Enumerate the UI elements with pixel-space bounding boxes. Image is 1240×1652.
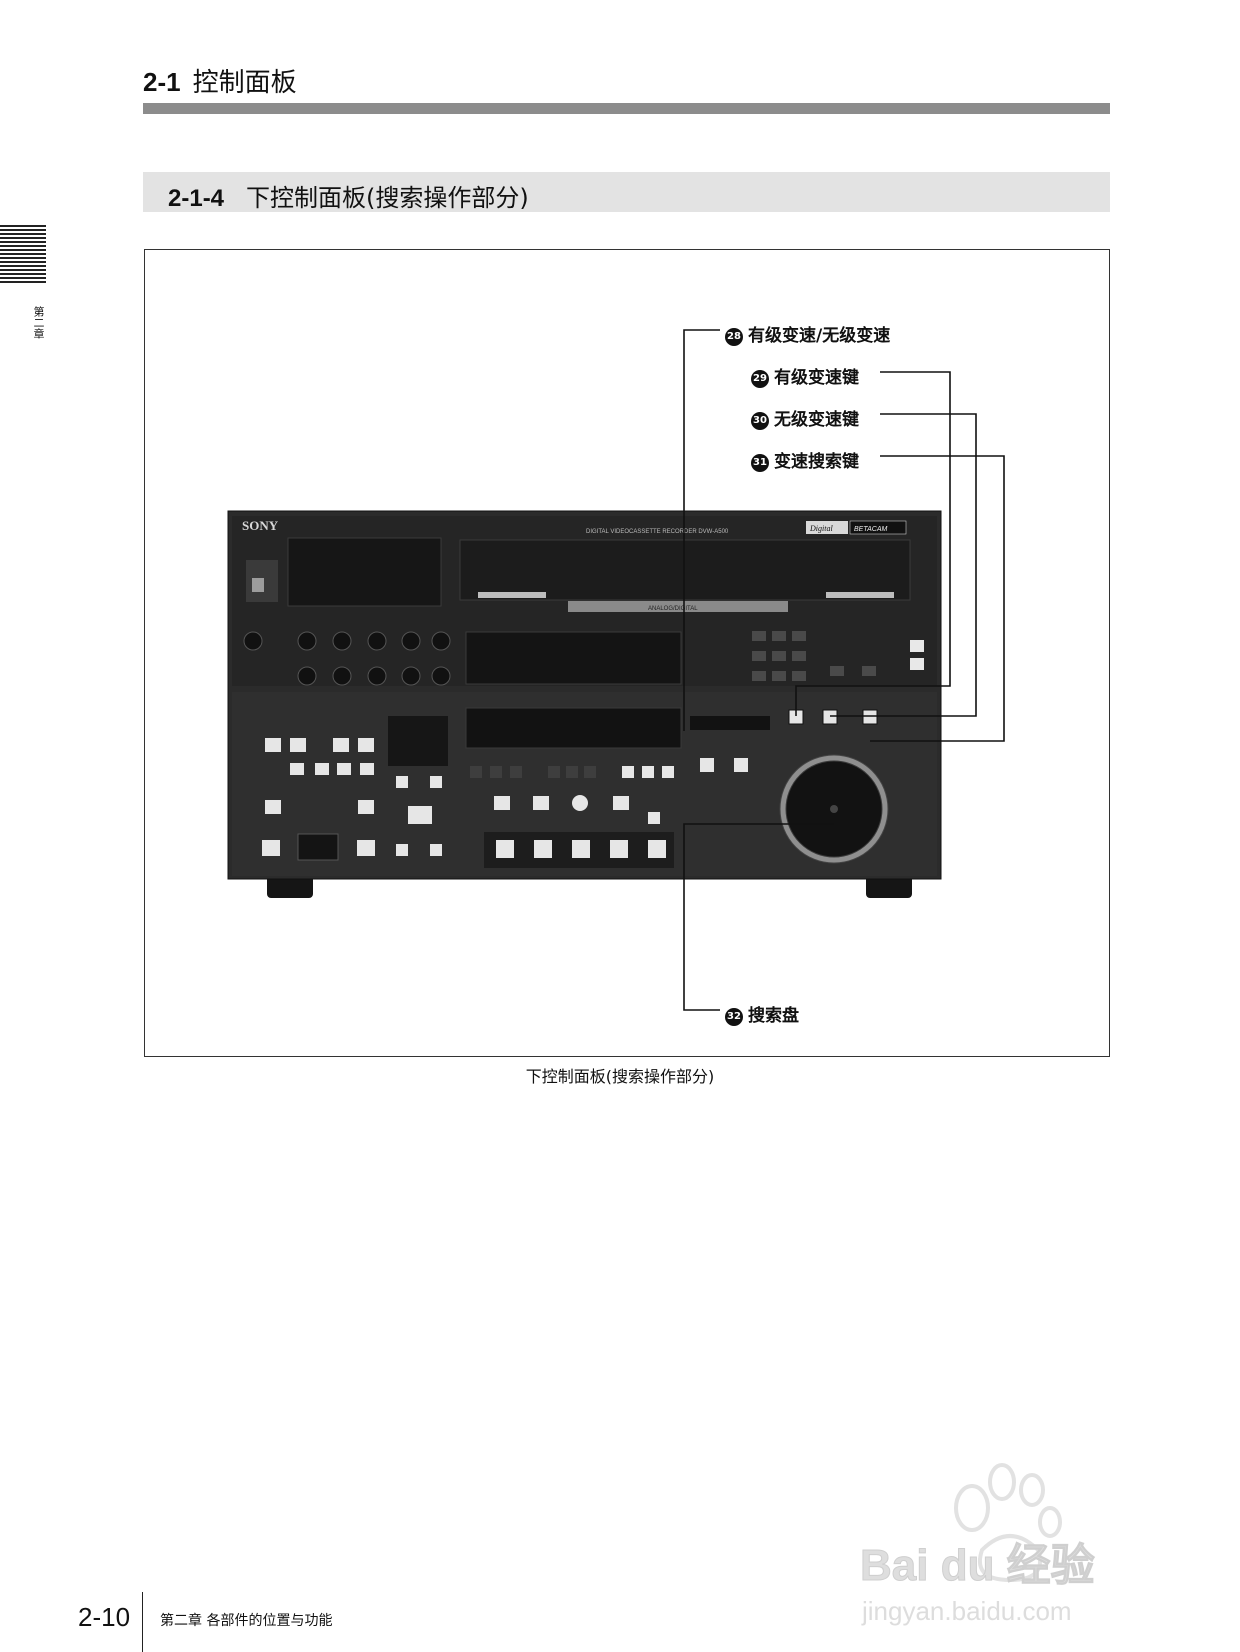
knob — [332, 631, 352, 651]
chapter-tab — [0, 225, 46, 283]
callout-label: 无级变速键 — [774, 410, 859, 430]
callout-number: 30 — [751, 412, 769, 430]
transport-top-buttons — [494, 796, 660, 824]
callout-label: 变速搜索键 — [774, 452, 859, 472]
upper-right-buttons — [752, 631, 876, 681]
callout-leader-lines — [683, 329, 1005, 1011]
callout-number: 28 — [725, 328, 743, 346]
continuous-variable-key — [822, 709, 838, 725]
knob — [367, 631, 387, 651]
callout-label: 搜索盘 — [748, 1006, 799, 1026]
cassette-slot — [459, 539, 911, 601]
white-button — [910, 640, 924, 652]
callout-number: 32 — [725, 1008, 743, 1026]
section-heading: 2-1 控制面板 — [143, 62, 297, 99]
arrow-key — [430, 844, 442, 856]
audio-knobs — [243, 631, 451, 686]
watermark-url: jingyan.baidu.com — [861, 1596, 1072, 1626]
footer-chapter-text: 第二章 各部件的位置与功能 — [160, 1613, 333, 1629]
level-meter — [465, 631, 682, 685]
baidu-watermark: Bai du 经验 jingyan.baidu.com — [860, 1463, 1095, 1626]
badge-digital — [806, 521, 848, 534]
badge-betacam — [849, 520, 907, 535]
arrow-key — [430, 776, 442, 788]
subsection-heading: 2-1-4 下控制面板(搜索操作部分) — [168, 178, 529, 213]
knob — [297, 631, 317, 651]
chapter-side-label: 第二章 — [32, 306, 45, 339]
jog-pad — [297, 833, 339, 861]
callout-31: 31 变速搜索键 — [751, 447, 859, 472]
footer-rule — [142, 1592, 143, 1652]
counter-display — [465, 707, 682, 749]
badge-digital-text: Digital — [809, 524, 833, 533]
search-mode-display — [690, 716, 770, 730]
knob — [332, 666, 352, 686]
subsection-title: 下控制面板(搜索操作部分) — [246, 184, 529, 212]
knob — [401, 631, 421, 651]
device-model: DIGITAL VIDEOCASSETTE RECORDER DVW-A500 — [586, 529, 729, 535]
subsection-number: 2-1-4 — [168, 185, 225, 212]
knob — [431, 631, 451, 651]
callout-label: 有级变速键 — [774, 368, 859, 388]
callout-32: 32 搜索盘 — [725, 1001, 799, 1026]
white-button — [910, 658, 924, 670]
page-number: 2-10 — [78, 1602, 131, 1632]
mode-buttons — [470, 766, 596, 778]
variable-search-key — [862, 709, 878, 725]
edit-buttons — [262, 738, 375, 856]
callout-label: 有级变速/无级变速 — [748, 326, 891, 346]
paw-icon — [954, 1463, 1062, 1583]
slot-label-strip — [568, 601, 788, 612]
knob — [297, 666, 317, 686]
callout-28: 28 有级变速/无级变速 — [725, 321, 890, 346]
callout-number: 29 — [751, 370, 769, 388]
slot-label: ANALOG/DIGITAL — [648, 606, 698, 612]
switch-key — [252, 578, 264, 592]
timecode-display — [287, 537, 442, 607]
device-brand: SONY — [242, 518, 279, 533]
knob — [243, 631, 263, 651]
badge-betacam-text: BETACAM — [854, 526, 887, 533]
section-title: 控制面板 — [192, 68, 297, 98]
arrow-pad-display — [388, 716, 448, 766]
subsection-bar — [143, 172, 1110, 212]
callout-29: 29 有级变速键 — [751, 363, 859, 388]
slot-door-right — [826, 592, 894, 598]
knob — [431, 666, 451, 686]
transport-buttons — [496, 840, 666, 858]
knob — [401, 666, 421, 686]
watermark-brand: Bai du 经验 — [860, 1541, 1095, 1590]
search-dial-center — [830, 805, 838, 813]
slot-door-left — [478, 592, 546, 598]
white-mode-buttons — [622, 758, 748, 778]
section-number: 2-1 — [143, 67, 181, 97]
knob — [367, 666, 387, 686]
arrow-key — [396, 776, 408, 788]
enter-key — [408, 806, 432, 824]
callout-30: 30 无级变速键 — [751, 405, 859, 430]
transport-center-key — [572, 795, 588, 811]
section-rule — [143, 103, 1110, 114]
callout-number: 31 — [751, 454, 769, 472]
arrow-key — [396, 844, 408, 856]
figure-caption: 下控制面板(搜索操作部分) — [525, 1067, 715, 1086]
